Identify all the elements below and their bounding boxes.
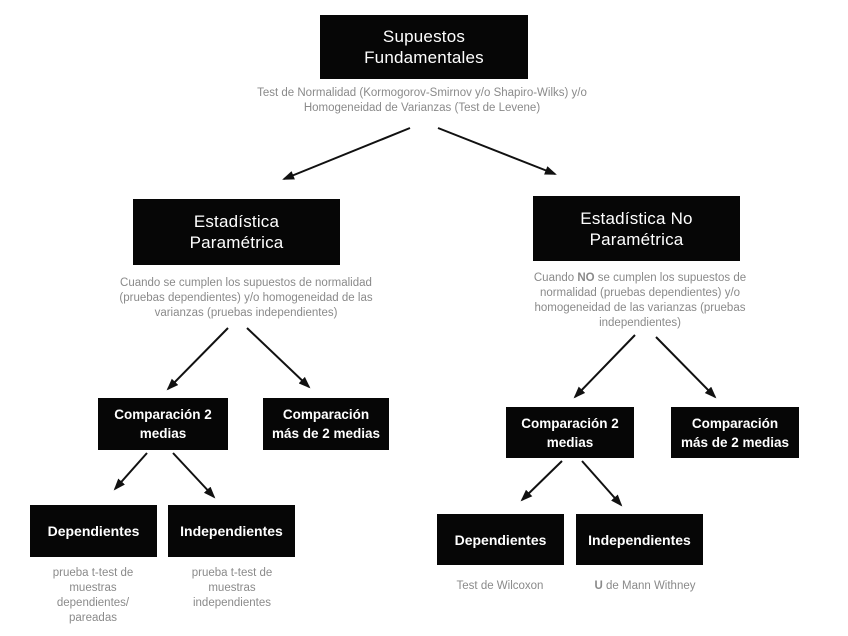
- node-nonparam-comparacion-2-medias: Comparación 2 medias: [506, 407, 634, 458]
- arrow-param-comp2-to-dependent: [113, 452, 148, 491]
- node-label-line: Comparación: [691, 415, 779, 431]
- node-label-line: Comparación: [282, 407, 370, 422]
- arrow-root-to-nonparametric: [437, 127, 557, 175]
- node-param-comparacion-mas-de-2-medias: Comparación más de 2 medias: [263, 398, 389, 450]
- caption-bold-u: U: [594, 580, 603, 592]
- node-label-line: Fundamentales: [364, 48, 484, 67]
- arrow-nonparam-comp2-to-dependent: [520, 460, 563, 502]
- caption-line: (pruebas dependientes) y/o homogeneidad …: [119, 292, 373, 304]
- node-param-comparacion-2-medias: Comparación 2 medias: [98, 398, 228, 450]
- node-estadistica-no-parametrica: Estadística No Paramétrica: [533, 196, 740, 261]
- caption-line: prueba t-test de: [52, 567, 134, 579]
- caption-line: muestras: [208, 582, 256, 594]
- node-label-line: Paramétrica: [189, 233, 284, 252]
- caption-ttest-independientes: prueba t-test de muestras independientes: [162, 566, 302, 611]
- node-label-line: Dependientes: [47, 523, 140, 539]
- node-nonparam-independientes: Independientes: [576, 514, 703, 565]
- arrow-nonparam-comp2-to-independent: [581, 460, 623, 507]
- arrow-root-to-parametric: [282, 127, 411, 180]
- node-label-line: Estadística No: [580, 208, 693, 228]
- caption-line: pareadas: [69, 612, 117, 624]
- node-label-line: medias: [546, 434, 594, 450]
- arrow-parametric-to-compmore: [246, 327, 311, 389]
- node-estadistica-parametrica: Estadística Paramétrica: [133, 199, 340, 265]
- node-label-line: Comparación 2: [114, 407, 212, 422]
- node-label-line: Supuestos: [382, 27, 466, 46]
- caption-line: muestras: [69, 582, 117, 594]
- caption-line: Cuando se cumplen los supuestos de norma…: [120, 277, 372, 289]
- caption-parametric-conditions: Cuando se cumplen los supuestos de norma…: [81, 276, 411, 321]
- caption-line: Test de Wilcoxon: [456, 580, 544, 592]
- node-label-line: más de 2 medias: [271, 426, 381, 441]
- caption-line: Test de Normalidad (Kormogorov-Smirnov y…: [257, 87, 587, 99]
- caption-line: dependientes/: [56, 597, 130, 609]
- node-label-line: más de 2 medias: [680, 434, 790, 450]
- caption-line: Homogeneidad de Varianzas (Test de Leven…: [303, 102, 541, 114]
- caption-line: Cuando NO se cumplen los supuestos de: [533, 272, 747, 284]
- node-label-line: medias: [139, 426, 187, 441]
- caption-normality-tests: Test de Normalidad (Kormogorov-Smirnov y…: [212, 86, 632, 116]
- node-nonparam-comparacion-mas-de-2-medias: Comparación más de 2 medias: [671, 407, 799, 458]
- arrow-param-comp2-to-independent: [172, 452, 216, 499]
- caption-line: normalidad (pruebas dependientes) y/o: [539, 287, 741, 299]
- caption-wilcoxon: Test de Wilcoxon: [420, 579, 580, 594]
- node-label-line: Comparación 2: [521, 415, 619, 431]
- node-param-independientes: Independientes: [168, 505, 295, 557]
- node-param-dependientes: Dependientes: [30, 505, 157, 557]
- caption-line: homogeneidad de las varianzas (pruebas: [534, 302, 746, 314]
- caption-line: U de Mann Withney: [594, 580, 696, 592]
- node-label-line: Independientes: [588, 531, 691, 548]
- node-supuestos-fundamentales: Supuestos Fundamentales: [320, 15, 528, 79]
- caption-ttest-dependientes: prueba t-test de muestras dependientes/ …: [23, 566, 163, 626]
- arrow-nonparametric-to-compmore: [655, 336, 717, 399]
- arrow-nonparametric-to-comp2: [573, 334, 636, 399]
- caption-bold-no: NO: [577, 272, 595, 284]
- caption-line: independientes: [192, 597, 271, 609]
- arrow-parametric-to-comp2: [166, 327, 229, 391]
- caption-line: varianzas (pruebas independientes): [154, 307, 338, 319]
- node-nonparam-dependientes: Dependientes: [437, 514, 564, 565]
- caption-line: prueba t-test de: [191, 567, 273, 579]
- node-label-line: Estadística: [193, 212, 280, 231]
- caption-line: independientes): [599, 317, 681, 329]
- caption-nonparametric-conditions: Cuando NO se cumplen los supuestos de no…: [490, 271, 790, 331]
- node-label-line: Paramétrica: [589, 229, 684, 249]
- node-label-line: Independientes: [180, 523, 283, 539]
- caption-mann-whitney: U de Mann Withney: [560, 579, 730, 594]
- node-label-line: Dependientes: [454, 531, 547, 548]
